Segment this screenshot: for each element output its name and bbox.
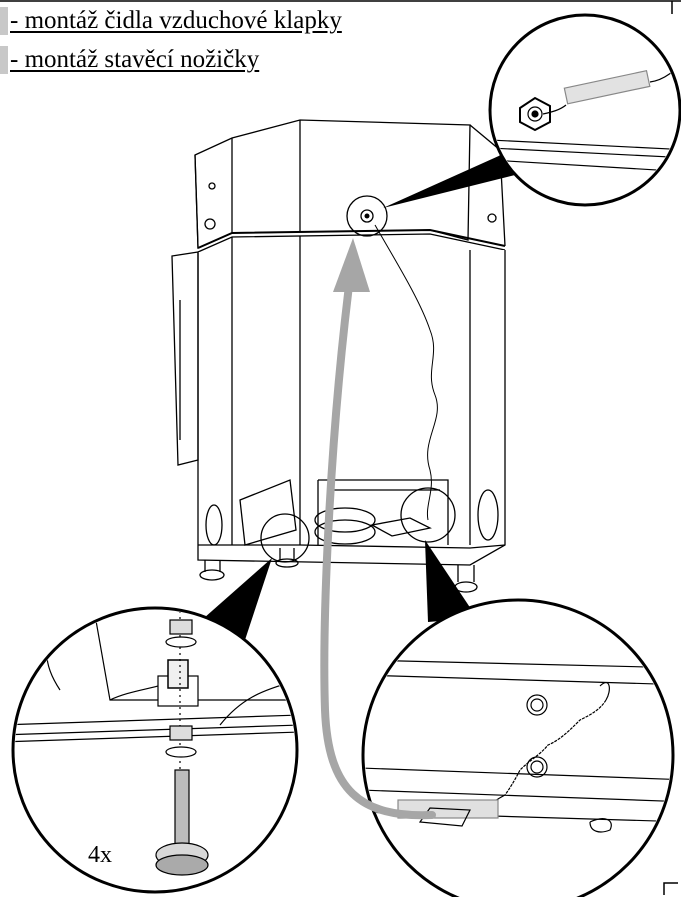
sensor-position-callout xyxy=(400,487,456,543)
heater-unit xyxy=(171,119,506,593)
detail-adjustable-foot xyxy=(11,606,299,894)
connector-top-detail xyxy=(383,150,535,208)
connector-left-detail xyxy=(204,558,272,640)
caption-sensor-mounting: - montáž čidla vzduchové klapky xyxy=(0,6,342,36)
detail-sensor-placement xyxy=(361,598,675,897)
arrow-head xyxy=(333,238,370,292)
caption-foot-mounting: - montáž stavěcí nožičky xyxy=(0,45,259,75)
caption-accent-bar xyxy=(0,46,8,74)
relocation-arrow xyxy=(320,258,436,820)
sensor-nut-hole xyxy=(364,213,370,219)
detail-sensor-mount xyxy=(488,13,681,207)
quantity-label: 4x xyxy=(88,842,112,868)
caption-accent-bar xyxy=(0,7,8,35)
connector-right-detail xyxy=(425,540,477,622)
sensor-mount-callout xyxy=(346,195,388,237)
corner-mark xyxy=(663,882,678,895)
sensor-cable xyxy=(374,224,438,521)
foot-callout xyxy=(260,513,310,563)
caption-text: - montáž čidla vzduchové klapky xyxy=(10,7,342,34)
caption-text: - montáž stavěcí nožičky xyxy=(10,46,260,73)
